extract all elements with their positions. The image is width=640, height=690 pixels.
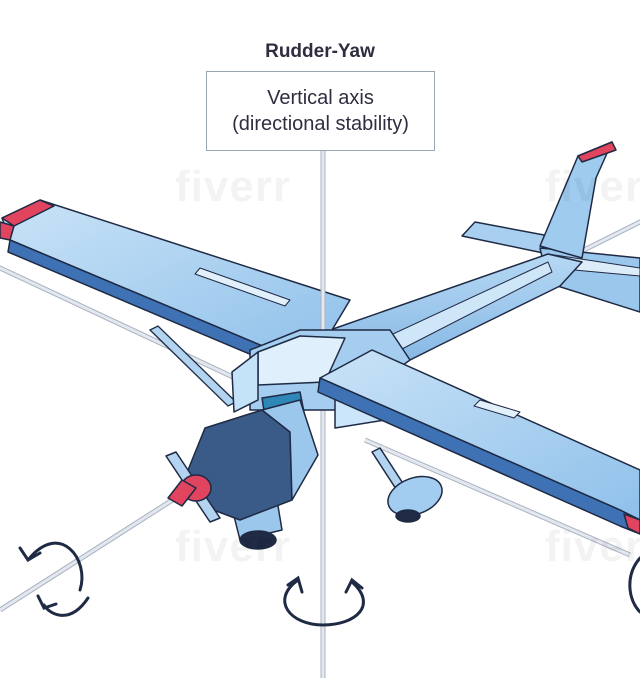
watermark-1: fiverr xyxy=(175,162,291,212)
longitudinal-axis-rod xyxy=(0,489,187,613)
watermark-4: fiverr xyxy=(545,522,640,572)
axis-label-line1: Vertical axis xyxy=(267,87,374,109)
axis-label-box: Vertical axis (directional stability) xyxy=(206,71,435,151)
diagram-title: Rudder-Yaw xyxy=(265,41,375,62)
roll-rotation-arrow-icon xyxy=(18,541,90,617)
axis-label-line2: (directional stability) xyxy=(232,113,409,135)
watermark-2: fiverr xyxy=(545,162,640,212)
yaw-rotation-arrow-icon xyxy=(283,575,365,627)
nose-propeller xyxy=(165,399,319,523)
watermark-3: fiverr xyxy=(175,522,291,572)
pitch-rotation-arrow-icon xyxy=(628,556,640,614)
right-wing xyxy=(317,349,640,535)
lateral-axis-rod-front xyxy=(364,437,631,558)
left-wing xyxy=(0,199,351,373)
